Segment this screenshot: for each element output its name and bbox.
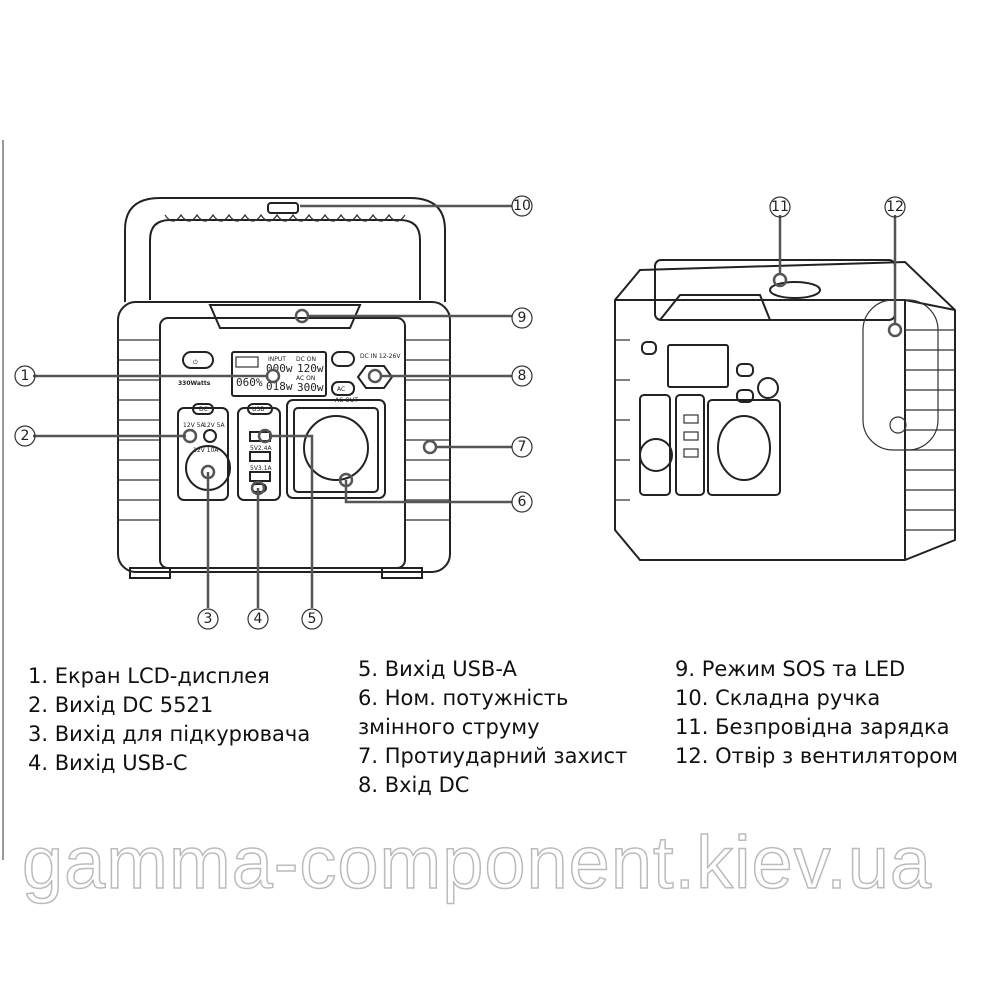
svg-text:060%: 060% — [236, 376, 263, 389]
perspective-view-device — [614, 215, 956, 561]
svg-text:⏻: ⏻ — [193, 359, 198, 366]
svg-text:300w: 300w — [297, 381, 324, 394]
front-view-device: ⏻ 330Watts INPUT 000w DC ON 120w 060% 01… — [33, 197, 512, 608]
svg-text:INPUT: INPUT — [268, 356, 286, 363]
led-button — [331, 351, 355, 367]
svg-text:1: 1 — [21, 368, 30, 384]
legend-item: 4. Вихід USB-C — [28, 751, 188, 775]
legend-column-3: 9. Режим SOS та LED 10. Складна ручка 11… — [675, 655, 958, 771]
legend-item: 10. Складна ручка — [675, 686, 881, 710]
svg-text:000w: 000w — [266, 362, 293, 375]
shock-protection-ribs — [118, 339, 450, 521]
svg-text:6: 6 — [518, 494, 527, 510]
legend-column-1: 1. Екран LCD-дисплея 2. Вихід DC 5521 3.… — [28, 662, 310, 778]
svg-text:DC IN 12-26V: DC IN 12-26V — [360, 353, 401, 360]
brand-label: 330Watts — [178, 380, 211, 387]
legend-item: 6. Ном. потужність — [358, 686, 569, 710]
callout-11: 11 — [769, 196, 791, 218]
fan-vent — [862, 299, 939, 451]
svg-text:4: 4 — [254, 611, 263, 627]
callout-9: 9 — [511, 307, 533, 329]
callout-5: 5 — [301, 608, 323, 630]
folding-handle — [124, 197, 446, 302]
svg-text:7: 7 — [518, 439, 527, 455]
svg-text:5: 5 — [308, 611, 317, 627]
ac-button — [331, 381, 355, 396]
callout-8: 8 — [511, 365, 533, 387]
svg-text:2: 2 — [21, 428, 30, 444]
svg-text:3: 3 — [204, 611, 213, 627]
legend-item: 5. Вихід USB-A — [358, 657, 517, 681]
svg-text:DC: DC — [199, 406, 208, 413]
legend-item: 12. Отвір з вентилятором — [675, 744, 958, 768]
callout-12: 12 — [884, 196, 906, 218]
watermark: gamma-component.kiev.ua — [21, 820, 933, 905]
svg-text:AC ON: AC ON — [296, 375, 315, 382]
callout-6: 6 — [511, 491, 533, 513]
callout-3: 3 — [197, 608, 219, 630]
callout-4: 4 — [247, 608, 269, 630]
callout-1: 1 — [14, 365, 36, 387]
power-button — [182, 351, 214, 369]
legend-item: змінного струму — [358, 715, 540, 739]
led-light-bar — [208, 304, 362, 329]
legend-item: 3. Вихід для підкурювача — [28, 722, 311, 746]
legend-item: 9. Режим SOS та LED — [675, 657, 906, 681]
legend-item: 1. Екран LCD-дисплея — [28, 664, 270, 688]
page-border-line — [2, 140, 4, 860]
svg-text:12V 5A: 12V 5A — [203, 422, 225, 429]
svg-text:11: 11 — [771, 199, 789, 215]
side-ribs-right — [615, 329, 955, 531]
svg-text:5V2.4A: 5V2.4A — [250, 445, 272, 452]
lcd-screen — [231, 351, 327, 397]
dc-input-port — [356, 365, 394, 389]
svg-text:120w: 120w — [297, 362, 324, 375]
callout-10: 10 — [511, 195, 533, 217]
svg-text:12V 10A: 12V 10A — [193, 447, 219, 454]
svg-text:10: 10 — [513, 198, 531, 214]
callout-2: 2 — [14, 425, 36, 447]
svg-text:8: 8 — [518, 368, 527, 384]
legend-item: 8. Вхід DC — [358, 773, 470, 797]
svg-text:5V3.1A: 5V3.1A — [250, 465, 272, 472]
svg-text:9: 9 — [518, 310, 527, 326]
legend-item: 2. Вихід DC 5521 — [28, 693, 214, 717]
callout-markers: 1 2 3 4 5 6 7 8 9 10 11 12 — [14, 195, 906, 630]
legend-column-2: 5. Вихід USB-A 6. Ном. потужність змінно… — [358, 655, 627, 800]
svg-text:USB: USB — [252, 406, 264, 413]
svg-text:12V 5A: 12V 5A — [183, 422, 205, 429]
legend-item: 7. Протиударний захист — [358, 744, 628, 768]
svg-text:DC ON: DC ON — [296, 356, 316, 363]
svg-text:018w: 018w — [266, 380, 293, 393]
ac-socket — [293, 407, 379, 493]
svg-text:12: 12 — [886, 199, 904, 215]
svg-text:AC: AC — [337, 386, 345, 393]
callout-7: 7 — [511, 436, 533, 458]
legend-item: 11. Безпровідна зарядка — [675, 715, 950, 739]
